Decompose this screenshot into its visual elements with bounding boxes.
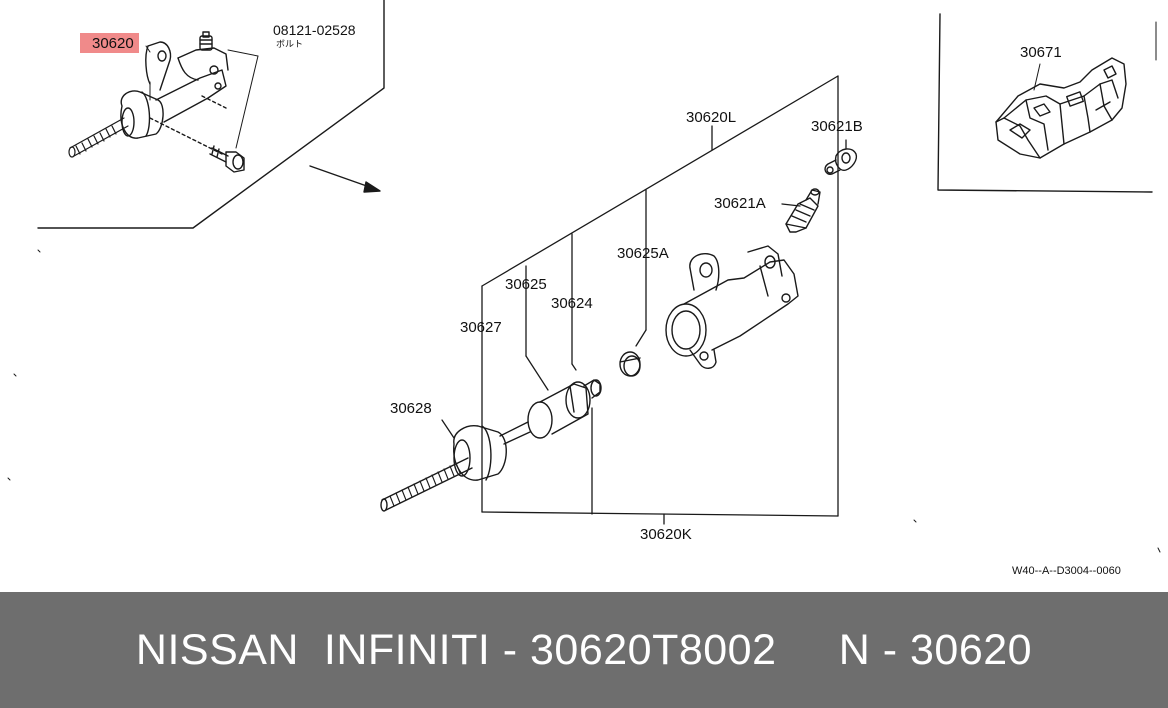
label-bolt-number[interactable]: 08121-02528 bbox=[273, 22, 356, 38]
inset-frame bbox=[37, 0, 385, 229]
label-ring[interactable]: 30625A bbox=[617, 245, 669, 262]
inset-slave-cylinder bbox=[68, 31, 259, 173]
direction-arrow bbox=[309, 165, 381, 193]
label-kit-k[interactable]: 30620K bbox=[640, 526, 692, 543]
label-piston[interactable]: 30624 bbox=[551, 295, 593, 312]
footer-banner: NISSAN INFINITI - 30620T8002 N - 30620 bbox=[0, 592, 1168, 708]
footer-part-number: NISSAN INFINITI - 30620T8002 N - 30620 bbox=[135, 625, 1033, 674]
ring bbox=[619, 351, 641, 377]
stray-marks bbox=[7, 249, 1161, 553]
boot bbox=[453, 425, 507, 481]
label-boot-seal[interactable]: 30625 bbox=[505, 276, 547, 293]
label-bolt-name: ボルト bbox=[276, 39, 304, 49]
label-push-rod[interactable]: 30628 bbox=[390, 400, 432, 417]
label-kit-l[interactable]: 30620L bbox=[686, 109, 737, 126]
bracket-drawing bbox=[995, 57, 1127, 159]
diagram-drawing bbox=[7, 0, 1161, 553]
drawing-code: W40--A--D3004--0060 bbox=[1012, 565, 1121, 577]
label-30620-highlighted[interactable]: 30620 bbox=[80, 33, 139, 53]
piston bbox=[527, 379, 602, 439]
parts-diagram: 30620 08121-02528 ボルト 30671 30620L 30621… bbox=[7, 0, 1161, 577]
bleeder-screw bbox=[785, 188, 821, 233]
label-bracket[interactable]: 30671 bbox=[1020, 44, 1062, 61]
kit-bracket-lines bbox=[441, 75, 847, 525]
label-bleeder-cap[interactable]: 30621B bbox=[811, 118, 863, 135]
push-rod bbox=[380, 421, 531, 512]
bleeder-cap bbox=[824, 148, 858, 176]
bracket-frame bbox=[937, 13, 1157, 193]
label-bleeder-screw[interactable]: 30621A bbox=[714, 195, 766, 212]
label-push-rod-boot[interactable]: 30627 bbox=[460, 319, 502, 336]
cylinder-body bbox=[665, 245, 799, 369]
